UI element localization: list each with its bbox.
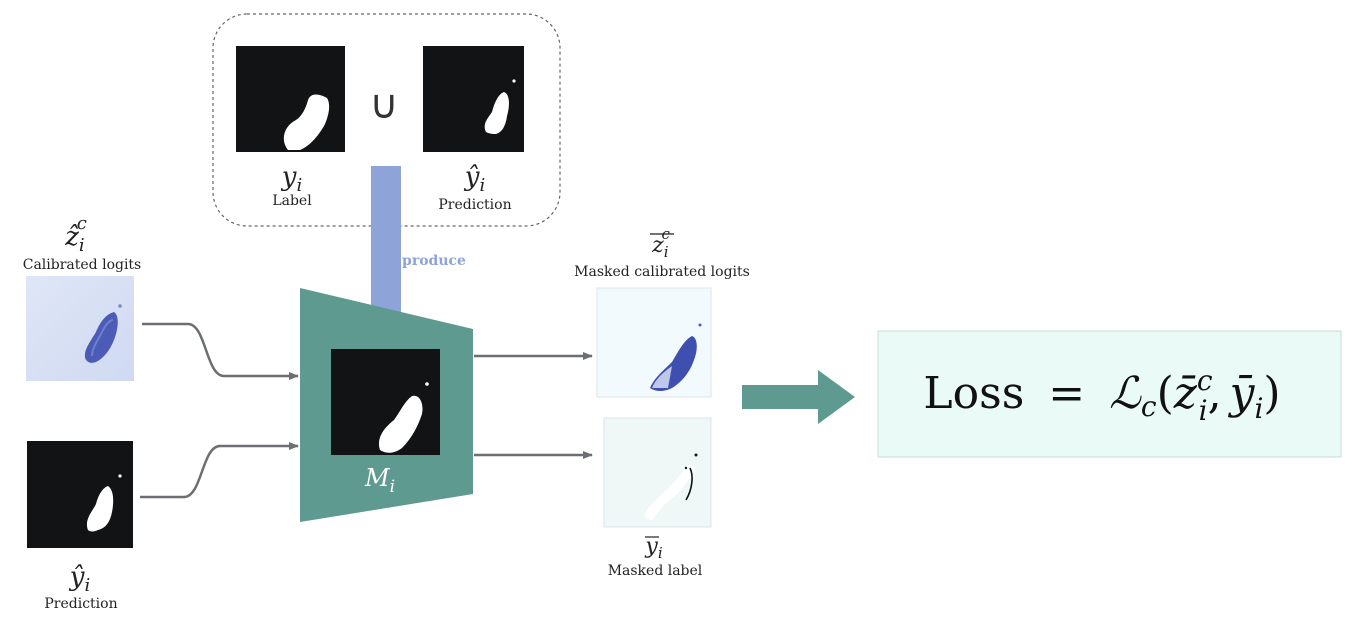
masked-logits-math: zic: [651, 225, 670, 261]
union-symbol: ∪: [369, 82, 398, 128]
masked-label-caption: Masked label: [608, 563, 703, 579]
prediction-input-image: [27, 441, 133, 548]
prediction-math-top: ŷi: [464, 162, 485, 196]
label-mask-image: [236, 46, 345, 152]
produce-label: produce: [402, 253, 466, 269]
masked-label-image: [603, 417, 712, 528]
calibrated-logits-caption: Calibrated logits: [23, 257, 142, 273]
label-caption: Label: [272, 193, 312, 209]
calibrated-logits-math: ẑic: [64, 213, 87, 256]
prediction-input-math: ŷi: [69, 562, 90, 596]
prediction-input-caption: Prediction: [44, 596, 117, 612]
calibrated-logits-image: [26, 276, 134, 381]
connector-prediction-to-mask: [140, 442, 299, 499]
masked-label-math: yi: [644, 534, 662, 562]
connector-calibrated-to-mask: [142, 322, 299, 380]
prediction-caption-top: Prediction: [438, 197, 511, 213]
mask-math: Mi: [364, 464, 395, 497]
prediction-mask-image: [423, 46, 524, 152]
union-group: ∪ yi Label ŷi Prediction: [212, 13, 561, 227]
loss-arrow: [742, 370, 855, 424]
masked-logits-image: [596, 287, 712, 398]
masked-logits-caption: Masked calibrated logits: [574, 264, 750, 280]
label-math: yi: [281, 162, 302, 196]
mask-block: Mi: [300, 288, 473, 522]
